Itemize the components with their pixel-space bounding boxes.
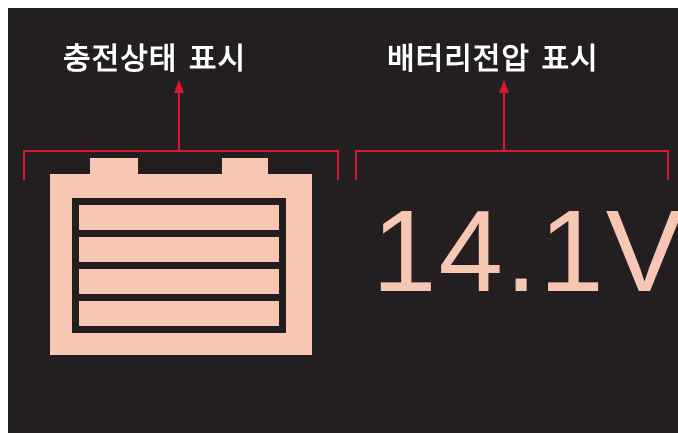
- battery-voltage-label: 배터리전압 표시: [387, 42, 599, 77]
- battery-voltage-bracket: [355, 80, 669, 180]
- charge-state-label: 충전상태 표시: [63, 42, 247, 77]
- charge-bar: [79, 269, 279, 294]
- charge-bars: [79, 205, 279, 326]
- charge-state-bracket: [23, 80, 339, 180]
- battery-icon: [50, 158, 312, 355]
- arrow-up-icon: [499, 80, 509, 93]
- charge-bar: [79, 301, 279, 326]
- arrow-up-icon: [174, 80, 184, 93]
- charge-bar: [79, 237, 279, 262]
- voltage-readout: 14.1V: [372, 186, 678, 316]
- charge-bar: [79, 205, 279, 230]
